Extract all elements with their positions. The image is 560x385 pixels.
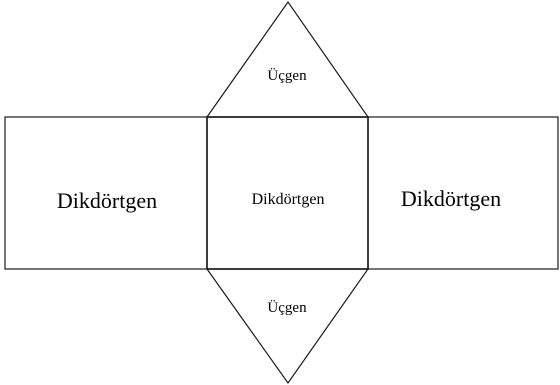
top-triangle-label: Üçgen bbox=[267, 67, 307, 84]
right-rectangle-label: Dikdörtgen bbox=[401, 186, 501, 211]
bottom-triangle-label: Üçgen bbox=[267, 299, 307, 316]
left-rectangle-label: Dikdörtgen bbox=[57, 188, 157, 213]
center-rectangle-label: Dikdörtgen bbox=[252, 191, 325, 208]
top-triangle bbox=[205, 0, 370, 118]
bottom-triangle bbox=[205, 268, 370, 385]
